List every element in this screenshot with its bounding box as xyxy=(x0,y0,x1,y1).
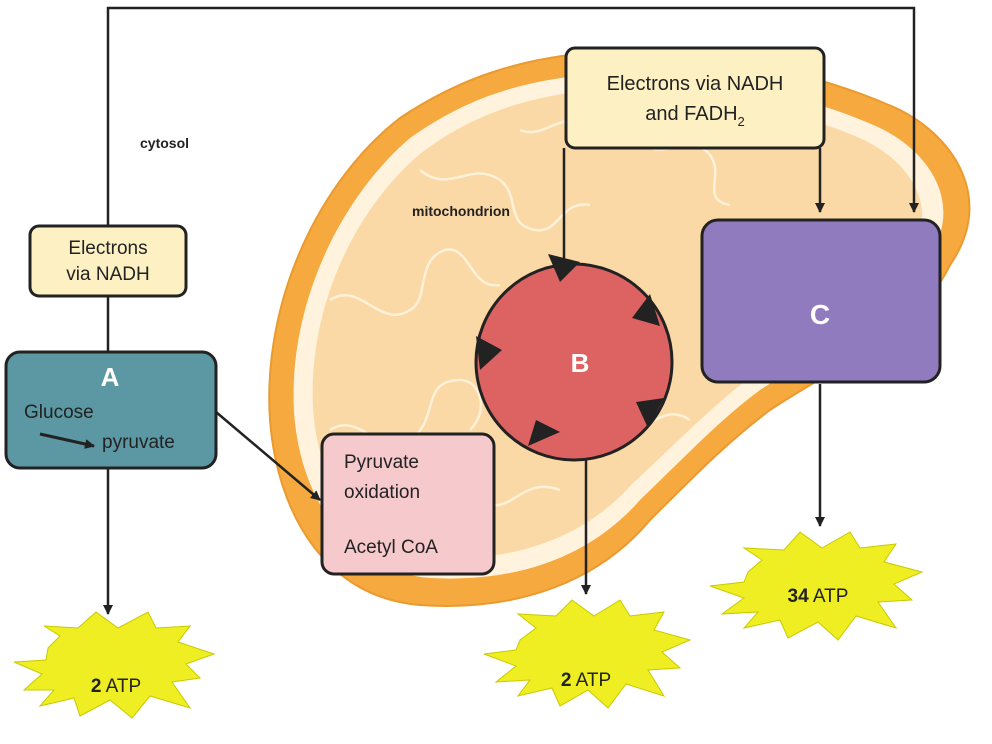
atp-left-label: 2 ATP xyxy=(91,676,141,697)
atp-starburst-middle: 2 ATP xyxy=(483,599,692,709)
fadh2-subscript: 2 xyxy=(738,114,745,129)
box-a-pyruvate: pyruvate xyxy=(102,432,175,453)
circle-b-cycle: B xyxy=(474,254,674,462)
electrons-via-nadh-fadh2-box: Electrons via NADH and FADH2 xyxy=(564,46,826,150)
top-loop-line xyxy=(106,6,919,226)
pyruvate-line3: Acetyl CoA xyxy=(344,537,438,558)
mitochondrion-label: mitochondrion xyxy=(412,203,510,219)
box-a-letter: A xyxy=(101,362,120,392)
cycle-arrowhead xyxy=(476,336,502,370)
starburst-shape xyxy=(709,531,924,641)
atp-starburst-left: 2 ATP xyxy=(13,611,216,719)
cytosol-label: cytosol xyxy=(140,135,189,151)
atp-right-label: 34 ATP xyxy=(788,586,849,607)
pyruvate-line2: oxidation xyxy=(344,482,420,503)
atp-starburst-right: 34 ATP xyxy=(709,531,924,641)
cycle-arrowheads xyxy=(476,254,664,446)
cycle-arrowhead xyxy=(528,420,560,446)
box-c-letter: C xyxy=(810,299,830,330)
connector-lines xyxy=(103,6,919,615)
electrons-nadh-fadh-line1: Electrons via NADH xyxy=(607,73,784,95)
electrons-via-nadh-box: Electrons via NADH xyxy=(28,224,188,298)
electrons-nadh-line1: Electrons xyxy=(68,238,147,259)
atp-middle-label: 2 ATP xyxy=(561,670,611,691)
cycle-arrowhead xyxy=(632,294,660,326)
arrow-a-to-pyruvate xyxy=(215,411,321,501)
pyruvate-oxidation-box: Pyruvate oxidation Acetyl CoA xyxy=(320,432,496,576)
circle-b-letter: B xyxy=(571,348,590,378)
electrons-nadh-fadh-line2: and FADH2 xyxy=(645,103,745,129)
starburst-shape xyxy=(13,611,216,719)
electrons-nadh-line2: via NADH xyxy=(66,264,149,285)
starburst-shape xyxy=(483,599,692,709)
cycle-arrowhead xyxy=(548,254,580,282)
pyruvate-line1: Pyruvate xyxy=(344,452,419,473)
cycle-arrowhead xyxy=(636,398,664,428)
box-c-electron-transport: C xyxy=(700,218,942,384)
box-a-glycolysis: A Glucose pyruvate xyxy=(4,350,218,470)
glucose-to-pyruvate-arrow xyxy=(39,432,95,449)
box-a-glucose: Glucose xyxy=(24,402,94,423)
